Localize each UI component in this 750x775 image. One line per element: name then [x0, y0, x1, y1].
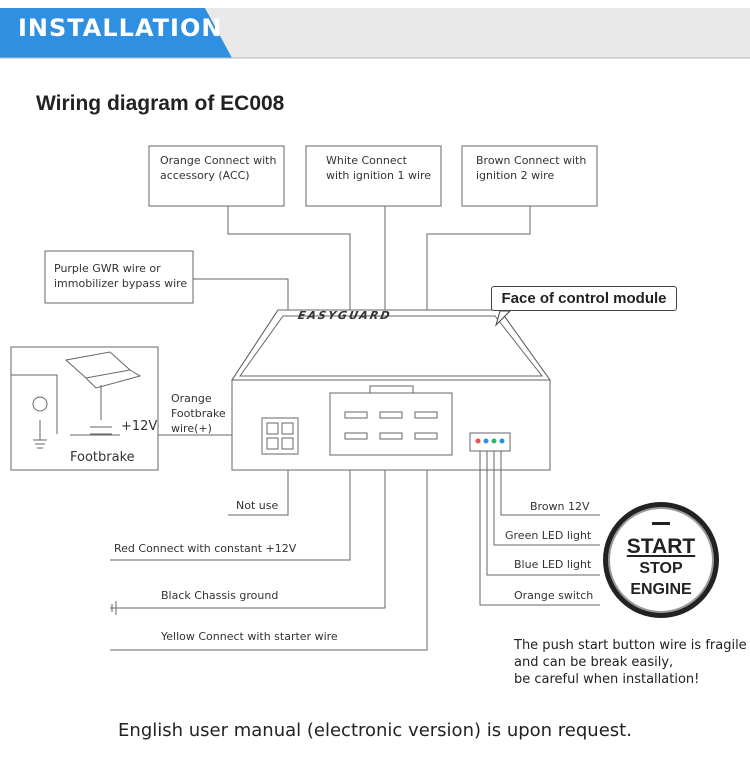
engine-button-text: ENGINE	[630, 581, 692, 598]
footbrake-voltage: +12V	[121, 419, 158, 434]
brown-12v-line	[500, 451, 600, 516]
not-use-label: Not use	[236, 499, 279, 512]
module-brand: EASYGUARD	[296, 309, 393, 322]
footbrake-label: Footbrake	[70, 450, 135, 465]
orange-fb-line2: Footbrake	[171, 407, 226, 420]
orange-acc-box	[148, 145, 285, 207]
green-led-label: Green LED light	[505, 529, 592, 542]
banner-title: INSTALLATION	[18, 14, 223, 42]
fragile-note: The push start button wire is fragile an…	[514, 637, 747, 688]
blue-led-line	[486, 451, 600, 576]
yellow-wire-line	[110, 206, 531, 651]
footer-note: English user manual (electronic version)…	[118, 720, 632, 741]
orange-switch-line	[479, 451, 600, 606]
black-wire-line	[110, 440, 386, 609]
orange-box-line1: Orange Connect with	[160, 154, 277, 167]
black-wire-label: Black Chassis ground	[161, 589, 279, 602]
white-box-line2: with ignition 1 wire	[326, 169, 432, 182]
brown-12v-label: Brown 12V	[530, 500, 590, 513]
start-button-text: START	[626, 535, 696, 558]
green-led-line	[493, 451, 600, 546]
red-wire-line	[110, 206, 351, 561]
orange-fb-line3: wire(+)	[171, 422, 212, 435]
header-banner	[0, 8, 750, 59]
footbrake-connector	[261, 417, 299, 455]
main-connector	[329, 392, 453, 456]
purple-gwr-box	[44, 250, 194, 304]
white-box-line1: White Connect	[326, 154, 407, 167]
purple-box-line1: Purple GWR wire or	[54, 262, 161, 275]
module-body	[231, 309, 551, 471]
stop-button-text: STOP	[639, 560, 683, 577]
brown-box-line1: Brown Connect with	[476, 154, 587, 167]
note-line2: and can be break easily,	[514, 655, 674, 670]
orange-switch-label: Orange switch	[514, 589, 594, 602]
diagram-title: Wiring diagram of EC008	[36, 92, 285, 115]
yellow-wire-label: Yellow Connect with starter wire	[161, 630, 338, 643]
note-line1: The push start button wire is fragile	[514, 638, 747, 653]
face-of-module-label: Face of control module	[491, 286, 677, 311]
button-connector	[469, 432, 511, 452]
blue-led-label: Blue LED light	[514, 558, 592, 571]
orange-fb-line1: Orange	[171, 392, 212, 405]
brown-box-line2: ignition 2 wire	[476, 169, 555, 182]
note-line3: be careful when installation!	[514, 672, 700, 687]
white-ign1-box	[305, 145, 442, 207]
orange-box-line2: accessory (ACC)	[160, 169, 250, 182]
not-use-wire-line	[228, 455, 289, 516]
red-wire-label: Red Connect with constant +12V	[114, 542, 297, 555]
footbrake-box	[10, 346, 159, 471]
purple-box-line2: immobilizer bypass wire	[54, 277, 188, 290]
